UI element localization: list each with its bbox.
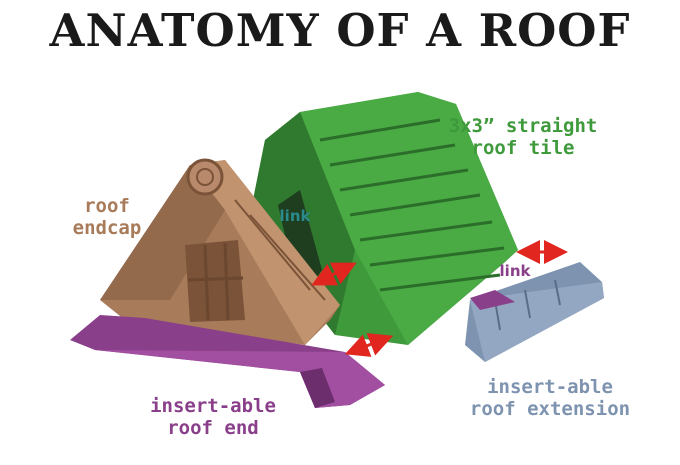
label-roof-extension: insert-able roof extension — [450, 376, 650, 420]
insertable-roof-end — [70, 315, 385, 408]
label-roof-endcap-line2: endcap — [72, 217, 142, 239]
insertable-roof-extension — [465, 262, 604, 362]
label-roof-end-line1: insert-able — [150, 395, 276, 417]
label-roof-end-line2: roof end — [167, 417, 259, 439]
label-roof-extension-line1: insert-able — [487, 376, 613, 398]
label-roof-extension-line2: roof extension — [469, 398, 631, 420]
label-straight-roof-tile: 3x3” straight roof tile — [428, 115, 618, 159]
label-link-left: link — [279, 207, 311, 225]
label-roof-endcap-line1: roof — [84, 195, 130, 217]
arrow-link-left — [311, 262, 357, 286]
label-straight-roof-tile-line1: 3x3” straight — [448, 115, 598, 137]
label-straight-roof-tile-line2: roof tile — [471, 137, 575, 159]
arrow-roof-end — [344, 333, 394, 357]
label-roof-end: insert-able roof end — [128, 395, 298, 439]
label-link-right: link — [499, 262, 531, 280]
label-roof-endcap: roof endcap — [52, 195, 162, 239]
page-title: ANATOMY OF A ROOF — [49, 4, 631, 57]
roof-endcap — [100, 158, 340, 345]
